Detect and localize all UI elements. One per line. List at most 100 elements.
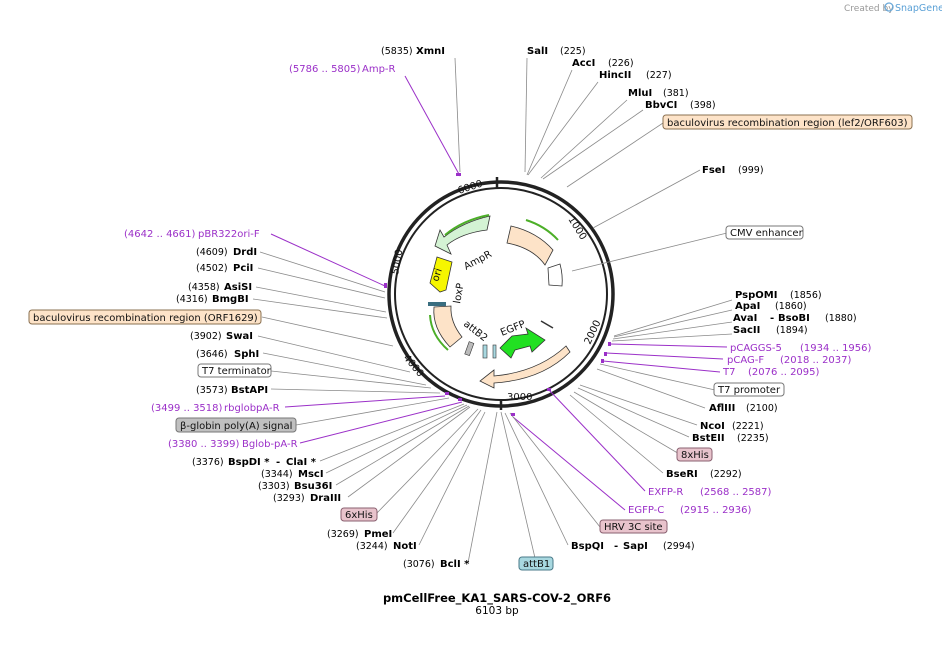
primer-pcagf[interactable]: pCAG-F xyxy=(727,355,764,366)
feature-attb1: attB1 xyxy=(523,559,550,570)
site-mlui[interactable]: MluI xyxy=(628,88,652,99)
site-bsteii[interactable]: BstEII xyxy=(692,433,725,444)
site-bspqi[interactable]: BspQI xyxy=(571,541,604,552)
feature-box-orf1629[interactable] xyxy=(28,309,262,325)
site-xmni[interactable]: XmnI xyxy=(416,46,445,57)
lead-bspdi xyxy=(319,403,465,462)
site-ncoi[interactable]: NcoI xyxy=(700,421,725,432)
site-bsu36i[interactable]: Bsu36I xyxy=(294,481,332,492)
primer-pcagf-pos: (2018 .. 2037) xyxy=(780,355,852,366)
site-sphi-pos: (3646) xyxy=(196,349,228,360)
site-hincii[interactable]: HincII xyxy=(599,70,631,81)
lead-fsei xyxy=(592,169,701,229)
site-bcli[interactable]: BclI * xyxy=(440,559,470,570)
feature-box-t7prom[interactable] xyxy=(713,382,785,397)
lead-sacii xyxy=(611,333,733,342)
inner-features: AmpR ori loxP attB2 EGFP xyxy=(428,214,571,389)
baculo-lef2-arc xyxy=(506,225,554,266)
site-clai[interactable]: ClaI * xyxy=(286,457,317,468)
feature-box-attb1[interactable] xyxy=(518,556,554,571)
attb2-site-mark xyxy=(482,344,488,359)
lead-bcli xyxy=(467,411,498,564)
feature-box-lef2[interactable] xyxy=(662,114,913,130)
primer-mark-t7 xyxy=(601,359,604,363)
primer-t7[interactable]: T7 xyxy=(722,367,735,378)
site-swai[interactable]: SwaI xyxy=(226,331,253,342)
lead-acci xyxy=(526,69,573,176)
lead-egfpc xyxy=(512,416,626,511)
site-pspomi-pos: (1856) xyxy=(790,290,822,301)
site-sapi[interactable]: SapI xyxy=(623,541,648,552)
site-pmei[interactable]: PmeI xyxy=(364,529,392,540)
plasmid-title-group: pmCellFree_KA1_SARS-COV-2_ORF6 6103 bp xyxy=(383,591,611,617)
lead-ampr-primer xyxy=(404,75,461,177)
ampr-label: AmpR xyxy=(462,249,494,273)
site-pmei-pos: (3269) xyxy=(327,529,359,540)
site-sacii[interactable]: SacII xyxy=(733,325,760,336)
credit-prefix: Created by xyxy=(844,4,894,14)
feature-box-his8[interactable] xyxy=(676,447,713,462)
primer-pcaggs5[interactable]: pCAGGS-5 xyxy=(730,343,782,354)
site-pcii[interactable]: PciI xyxy=(233,263,253,274)
site-bbvci-pos: (398) xyxy=(690,100,716,111)
feature-lef2: baculovirus recombination region (lef2/O… xyxy=(667,118,908,129)
lead-mlui xyxy=(540,99,628,179)
site-bseri[interactable]: BseRI xyxy=(666,469,698,480)
site-bstapi[interactable]: BstAPI xyxy=(231,385,268,396)
site-noti[interactable]: NotI xyxy=(393,541,417,552)
feature-box-cmv[interactable] xyxy=(725,225,804,240)
site-pspomi[interactable]: PspOMI xyxy=(735,290,777,301)
site-bmgbi-pos: (4316) xyxy=(176,294,208,305)
primer-exfpr[interactable]: EXFP-R xyxy=(648,487,683,498)
site-bcli-pos: (3076) xyxy=(403,559,435,570)
lead-ncoi xyxy=(579,384,698,426)
primer-ampr[interactable]: Amp-R xyxy=(362,64,396,75)
lead-his6 xyxy=(375,408,479,515)
lead-t7term xyxy=(270,370,432,389)
primer-pbr322[interactable]: pBR322ori-F xyxy=(198,229,260,240)
primer-mark-pbr322 xyxy=(384,283,387,288)
feature-hrv3c: HRV 3C site xyxy=(604,522,663,533)
lead-avai xyxy=(612,321,733,340)
site-bbvci[interactable]: BbvCI xyxy=(645,100,677,111)
lead-pmei xyxy=(392,409,482,534)
egfp-arrow xyxy=(499,327,546,359)
lead-attb1 xyxy=(500,411,536,559)
site-draiii[interactable]: DraIII xyxy=(310,493,341,504)
site-swai-pos: (3902) xyxy=(190,331,222,342)
tick-3000: 3000 xyxy=(507,392,532,403)
site-bspdi-dash: - xyxy=(276,457,280,468)
primer-mark-exfpr xyxy=(547,388,551,391)
site-bmgbi[interactable]: BmgBI xyxy=(212,294,249,305)
primer-rbglobpa-pos: (3499 .. 3518) xyxy=(151,403,223,414)
site-msci[interactable]: MscI xyxy=(298,469,324,480)
site-bspdi[interactable]: BspDI * xyxy=(228,457,270,468)
site-apai[interactable]: ApaI xyxy=(735,301,760,312)
feature-orf1629: baculovirus recombination region (ORF162… xyxy=(33,313,258,324)
primer-egfpc[interactable]: EGFP-C xyxy=(628,505,664,516)
primer-rbglobpa[interactable]: rbglobpA-R xyxy=(224,403,280,414)
feature-box-his6[interactable] xyxy=(340,507,378,522)
primer-bglobpa[interactable]: Bglob-pA-R xyxy=(242,439,298,450)
site-asisi[interactable]: AsiSI xyxy=(224,282,252,293)
site-fsei[interactable]: FseI xyxy=(702,165,725,176)
feature-box-t7term[interactable] xyxy=(197,363,272,378)
site-acci[interactable]: AccI xyxy=(572,58,595,69)
site-aflii-pos: (2100) xyxy=(746,403,778,414)
site-sali[interactable]: SalI xyxy=(527,46,548,57)
lead-draiii xyxy=(347,406,471,498)
feature-box-bglobin[interactable] xyxy=(175,417,297,433)
primer-mark-ampr xyxy=(456,173,461,176)
loxp-label: loxP xyxy=(452,282,466,304)
lead-bmgbi xyxy=(252,298,388,319)
site-bsobi[interactable]: BsoBI xyxy=(778,313,810,324)
site-avai[interactable]: AvaI xyxy=(733,313,757,324)
site-sphi[interactable]: SphI xyxy=(234,349,259,360)
feature-box-hrv3c[interactable] xyxy=(599,519,668,534)
site-drdi[interactable]: DrdI xyxy=(233,247,257,258)
lead-lef2 xyxy=(566,122,664,188)
tick-4000: 4000 xyxy=(401,353,426,380)
lead-exfpr xyxy=(548,389,646,492)
site-aflii[interactable]: AflIII xyxy=(709,403,735,414)
